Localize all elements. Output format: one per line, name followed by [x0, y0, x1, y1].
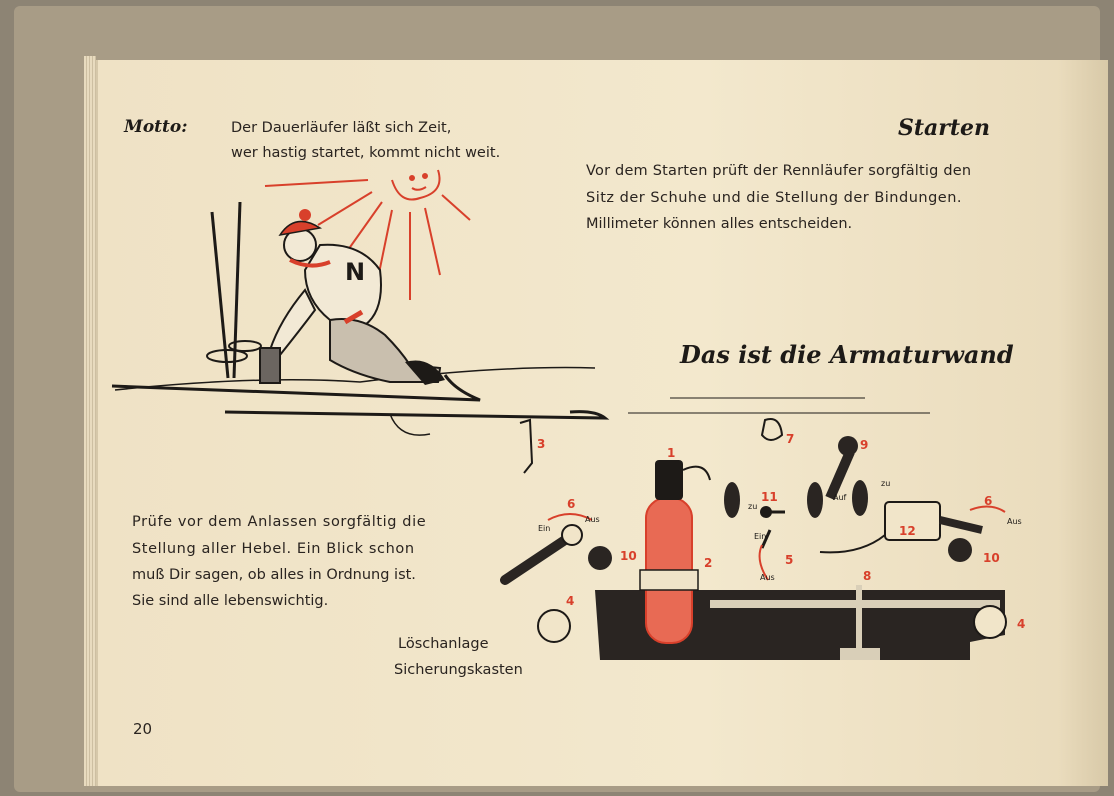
skier-illustration: N: [111, 169, 610, 436]
sun-icon: [264, 169, 471, 300]
fire-extinguisher-icon: [639, 460, 711, 644]
instrument-panel-diagram: [500, 397, 1007, 660]
section1-line-3: Millimeter können alles entscheiden.: [586, 216, 853, 232]
skier-figure: [259, 209, 445, 385]
label-3: 3: [537, 437, 546, 451]
switch-aus-mid: Aus: [760, 573, 775, 582]
label-4b: 4: [1017, 617, 1026, 631]
label-11: 11: [761, 490, 778, 504]
body-line-3: muß Dir sagen, ob alles in Ordnung ist.: [132, 567, 416, 583]
valve-zu: zu: [881, 479, 891, 488]
hook-item: [519, 418, 534, 474]
label-2: 2: [704, 556, 713, 570]
body-line-2: Stellung aller Hebel. Ein Blick schon: [132, 541, 415, 557]
label-5: 5: [785, 553, 794, 567]
body-line-1: Prüfe vor dem Anlassen sorgfältig die: [132, 514, 427, 530]
label-6a: 6: [567, 497, 576, 511]
section1-line-1: Vor dem Starten prüft der Rennläufer sor…: [586, 163, 972, 179]
heading-armaturwand: Das ist die Armaturwand: [680, 340, 1014, 369]
motto-line-1: Der Dauerläufer läßt sich Zeit,: [231, 120, 452, 136]
label-10a: 10: [620, 549, 637, 563]
label-12: 12: [899, 524, 916, 538]
caption-loeschanlage: Löschanlage: [398, 636, 489, 652]
motto-label: Motto:: [124, 117, 188, 137]
label-6b: 6: [984, 494, 993, 508]
switch-aus-left: Aus: [585, 515, 600, 524]
caption-sicherungskasten: Sicherungskasten: [394, 662, 523, 678]
skier-bib: N: [345, 258, 365, 286]
switch-ein-mid: Ein: [754, 532, 767, 541]
label-1: 1: [667, 446, 676, 460]
valve-auf: Auf: [833, 493, 847, 502]
book-page: [96, 60, 1108, 786]
body-line-4: Sie sind alle lebenswichtig.: [132, 593, 329, 609]
label-7: 7: [786, 432, 795, 446]
label-9: 9: [860, 438, 869, 452]
switch-aus-right: Aus: [1007, 517, 1022, 526]
switch-zu: zu: [748, 502, 758, 511]
section1-line-2: Sitz der Schuhe und die Stellung der Bin…: [586, 190, 962, 206]
page-number: 20: [133, 720, 153, 738]
label-10b: 10: [983, 551, 1000, 565]
label-4a: 4: [566, 594, 575, 608]
heading-starten: Starten: [898, 115, 991, 141]
label-8: 8: [863, 569, 872, 583]
motto-line-2: wer hastig startet, kommt nicht weit.: [231, 145, 501, 161]
switch-ein-left: Ein: [538, 524, 551, 533]
page-edges: [84, 56, 96, 786]
